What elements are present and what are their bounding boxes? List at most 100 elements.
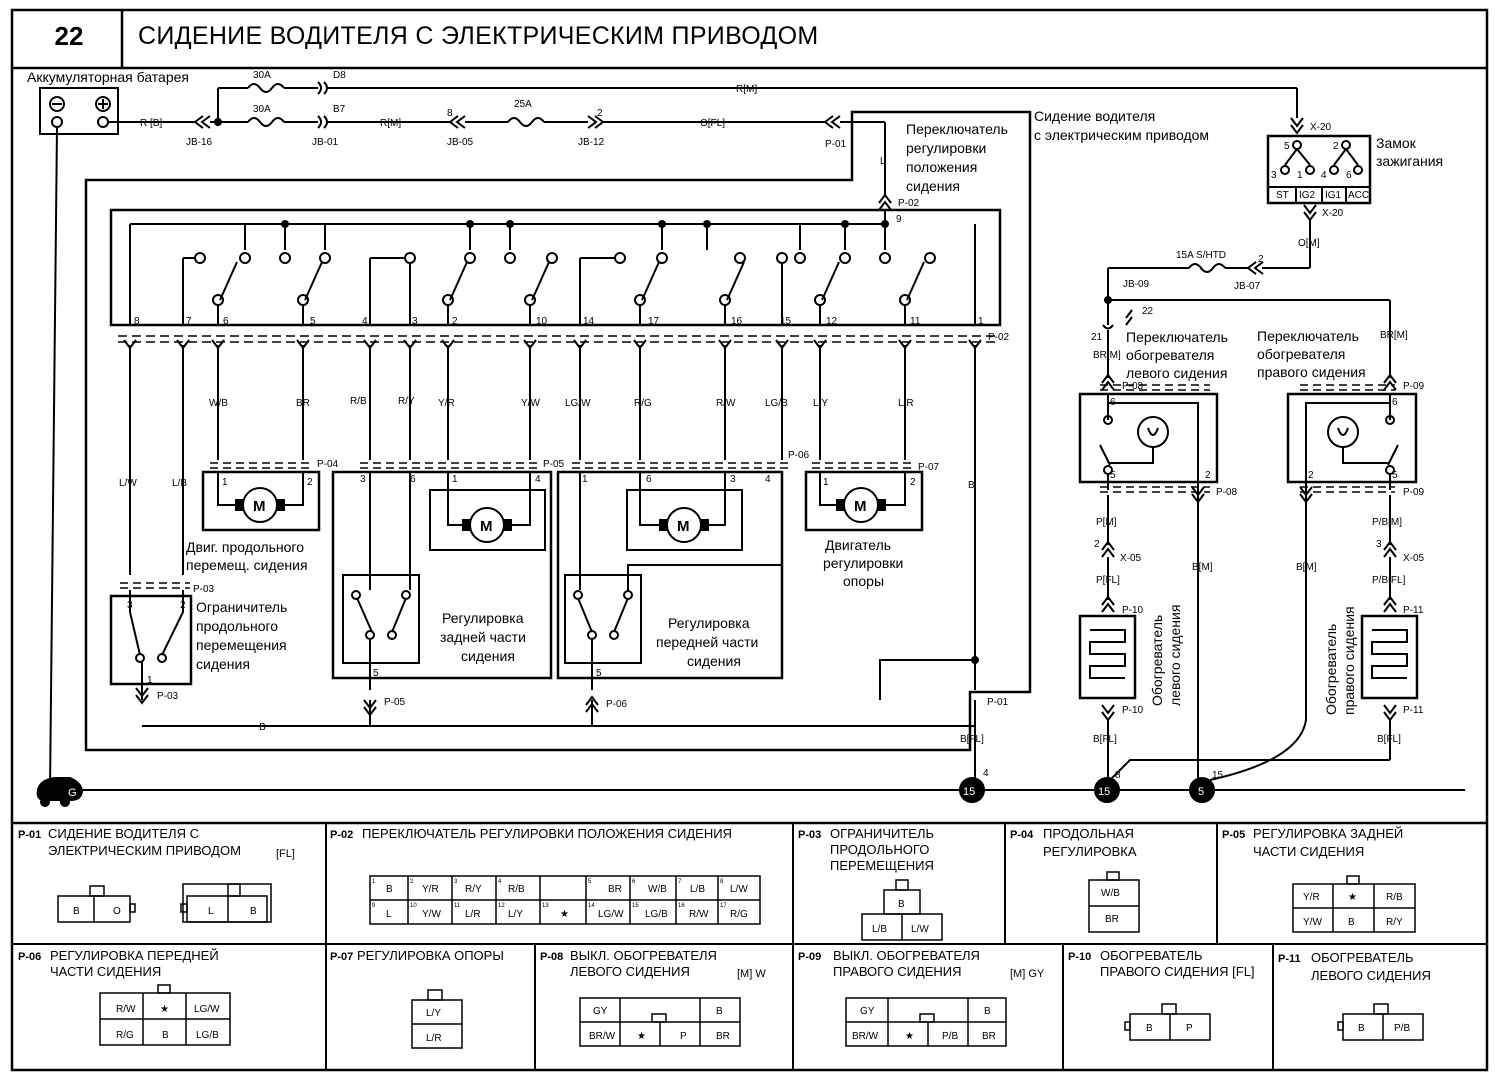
jb09-label: JB-09 xyxy=(1123,279,1150,290)
conn-p11a: P-11 xyxy=(1403,605,1424,616)
legend-p08-code: P-08 xyxy=(540,951,563,963)
rear-adjust-box xyxy=(331,470,553,680)
right-heater-switch-label-1: Переключатель xyxy=(1257,328,1359,344)
svg-text:6: 6 xyxy=(632,879,636,885)
legend-p11-pin-1: B xyxy=(1358,1023,1365,1034)
legend-p04-pin-2: BR xyxy=(1105,914,1119,925)
wire-yw: Y/W xyxy=(521,398,540,409)
p02-pin-7: 7 xyxy=(186,316,192,327)
p05-pin-1: 1 xyxy=(452,474,458,485)
legend-p03-code: P-03 xyxy=(798,829,821,841)
conn-p03b: P-03 xyxy=(157,691,179,702)
slide-limiter-label-1: Ограничитель xyxy=(196,599,287,615)
right-heater-label-2: правого сидения xyxy=(1341,606,1357,715)
d8-label: D8 xyxy=(333,70,346,81)
wire-ry: R/Y xyxy=(398,396,415,407)
battery-label: Аккумуляторная батарея xyxy=(27,69,189,85)
ground-15a-label: 15 xyxy=(963,786,975,798)
wire-yr: Y/R xyxy=(438,398,455,409)
position-switch-label-4: сидения xyxy=(906,178,960,194)
svg-text:Y/R: Y/R xyxy=(422,884,439,895)
legend-p03-drawing xyxy=(861,879,943,941)
legend-p03-title-2: ПРОДОЛЬНОГО xyxy=(830,842,929,857)
legend-p06-pin-6: LG/B xyxy=(196,1030,219,1041)
p06-pin-1: 1 xyxy=(582,474,588,485)
legend-p06-pin-4: R/G xyxy=(116,1030,134,1041)
p07-pin-2: 2 xyxy=(910,477,916,488)
svg-text:4: 4 xyxy=(498,879,502,885)
ground-g-label: G xyxy=(68,787,77,799)
left-heater xyxy=(1078,614,1137,700)
wire-bfl: B[FL] xyxy=(960,734,984,745)
rear-adjust-label-3: сидения xyxy=(461,648,515,664)
legend-p09-pin-3: BR/W xyxy=(852,1031,879,1042)
ground-pin-8: 8 xyxy=(1115,770,1121,781)
fuse-25a xyxy=(507,117,545,127)
legend-p06-title-2: ЧАСТИ СИДЕНИЯ xyxy=(50,964,161,979)
right-heater-switch-label-3: правого сидения xyxy=(1257,364,1366,380)
left-heater-switch-label-1: Переключатель xyxy=(1126,329,1228,345)
svg-text:5: 5 xyxy=(588,879,592,885)
ign-pin-4: 4 xyxy=(1321,170,1327,181)
wire-rb2: R/B xyxy=(350,396,367,407)
legend-p08-title-1: ВЫКЛ. ОБОГРЕВАТЕЛЯ xyxy=(570,948,717,963)
fuse-label-4: 15A S/HTD xyxy=(1176,250,1226,261)
wire-brm-l: BR[M] xyxy=(1093,350,1121,361)
conn-p02a: P-02 xyxy=(898,198,920,209)
p02-pin-14: 14 xyxy=(583,316,595,327)
fuse-label-2: 30A xyxy=(253,104,271,115)
ground-5-label: 5 xyxy=(1198,786,1204,798)
conn-p09b: P-09 xyxy=(1403,487,1425,498)
p02-pin-4: 4 xyxy=(362,316,368,327)
legend-p08-tag: [M] W xyxy=(737,968,766,980)
legend-p09-tag: [M] GY xyxy=(1010,968,1045,980)
legend-p09-title-2: ПРАВОГО СИДЕНИЯ xyxy=(833,964,962,979)
p08-pin-2: 2 xyxy=(1205,470,1211,481)
left-heater-label-2: левого сидения xyxy=(1167,605,1183,706)
svg-text:13: 13 xyxy=(542,903,549,909)
conn-p08b: P-08 xyxy=(1216,487,1238,498)
legend-p05-pin-1: Y/R xyxy=(1303,892,1320,903)
jb12-label: JB-12 xyxy=(578,137,605,148)
svg-text:L: L xyxy=(386,909,392,920)
p06-pin-6: 6 xyxy=(646,474,652,485)
p05-pin-4: 4 xyxy=(535,474,541,485)
front-adjust-label-2: передней части xyxy=(656,634,758,650)
wire-lw: L/W xyxy=(119,478,137,489)
wire-bfl-l: B[FL] xyxy=(1093,734,1117,745)
n21-label: 21 xyxy=(1091,332,1103,343)
conn-p06a: P-06 xyxy=(788,450,810,461)
position-switch-label-3: положения xyxy=(906,159,977,175)
slide-limiter-box xyxy=(109,594,193,686)
legend-p04-pin-1: W/B xyxy=(1101,888,1120,899)
p09-pin-5: 5 xyxy=(1392,470,1398,481)
p08-pin-6: 6 xyxy=(1110,397,1116,408)
conn-p01b: P-01 xyxy=(987,697,1009,708)
d8-connector xyxy=(317,81,328,95)
legend-p10-title-1: ОБОГРЕВАТЕЛЬ xyxy=(1100,948,1203,963)
front-adjust-box xyxy=(556,470,784,680)
legend-p07-drawing xyxy=(411,989,463,1049)
legend-p08-pin-4: ★ xyxy=(637,1031,646,1042)
conn-p10b: P-10 xyxy=(1122,705,1144,716)
conn-x20b: X-20 xyxy=(1322,208,1344,219)
right-heater-switch-label-2: обогревателя xyxy=(1257,346,1345,362)
svg-text:R/W: R/W xyxy=(689,909,709,920)
ign-pin-3: 3 xyxy=(1271,170,1277,181)
b7-label: B7 xyxy=(333,104,346,115)
p02-pin-2: 2 xyxy=(452,316,458,327)
p09-pin-2: 2 xyxy=(1308,470,1314,481)
svg-text:L/Y: L/Y xyxy=(508,909,523,920)
wire-l: L xyxy=(880,156,886,167)
legend-p05-drawing xyxy=(1292,875,1416,933)
conn-p05b: P-05 xyxy=(384,697,406,708)
conn-p05a: P-05 xyxy=(543,459,565,470)
p02-pin-16: 16 xyxy=(731,316,743,327)
legend-p06-pin-5: B xyxy=(162,1030,169,1041)
legend-p11-title-2: ЛЕВОГО СИДЕНИЯ xyxy=(1311,968,1431,983)
legend-p03-title-1: ОГРАНИЧИТЕЛЬ xyxy=(830,826,934,841)
ground-pin-15: 15 xyxy=(1212,770,1224,781)
svg-text:W/B: W/B xyxy=(648,884,667,895)
legend-p06-drawing xyxy=(99,984,231,1046)
